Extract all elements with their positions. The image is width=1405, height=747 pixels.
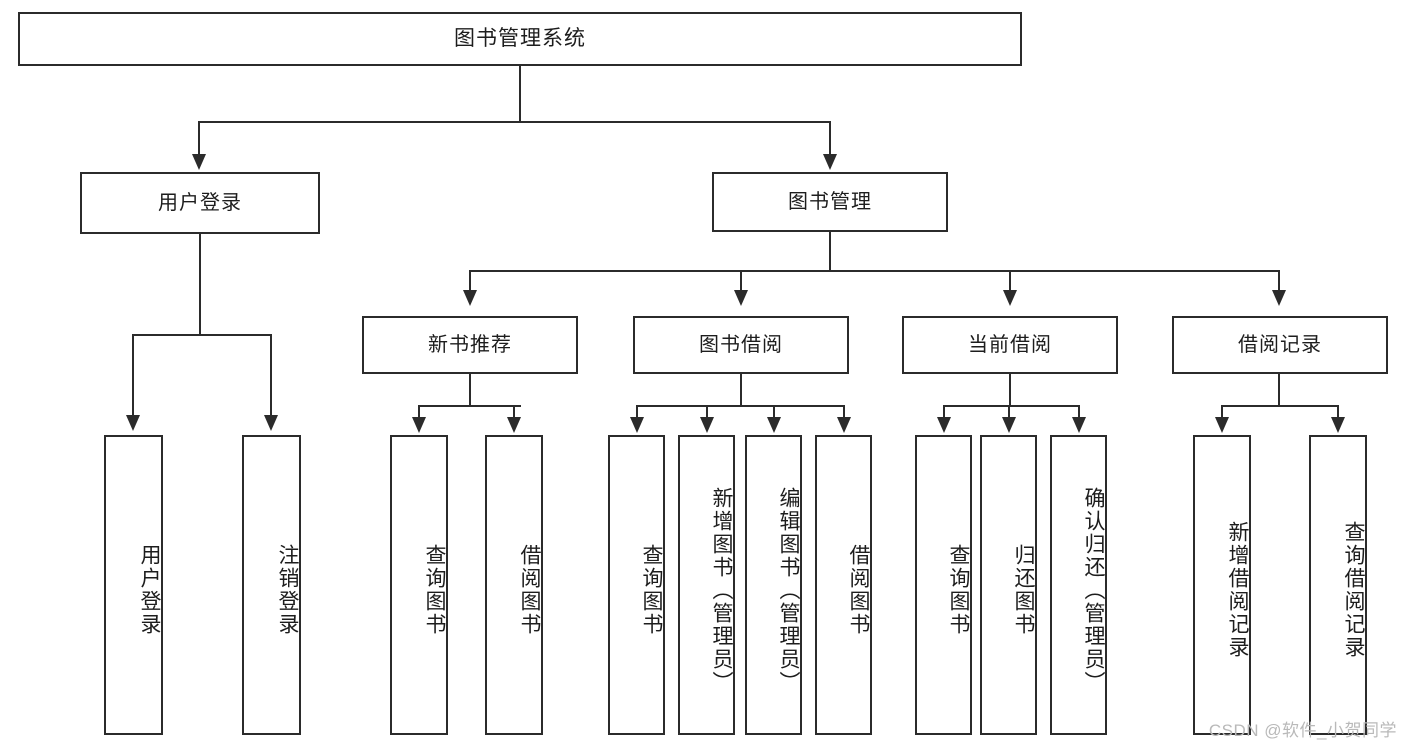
node-root-system[interactable]: 图书管理系统 <box>18 12 1022 66</box>
arrowhead-current-borrow-leaf3 <box>1072 417 1086 433</box>
leaf-current-borrow-return[interactable]: 归还图书 <box>980 435 1037 735</box>
leaf-current-borrow-confirm[interactable]: 确认归还（管理员） <box>1050 435 1107 735</box>
leaf-book-borrow-edit[interactable]: 编辑图书（管理员） <box>745 435 802 735</box>
leaf-label: 新增借阅记录 <box>1226 521 1249 659</box>
leaf-label: 查询借阅记录 <box>1342 521 1365 659</box>
connector-book-mgmt-to-borrow <box>740 270 742 292</box>
connector-borrow-record-l1 <box>1221 405 1223 419</box>
connector-user-login-bus <box>132 334 271 336</box>
connector-book-borrow-l1 <box>636 405 638 419</box>
arrowhead-book-borrow-leaf4 <box>837 417 851 433</box>
leaf-label: 用户登录 <box>138 544 161 636</box>
arrowhead-user-login-leaf2 <box>264 415 278 431</box>
leaf-user-login-logout[interactable]: 注销登录 <box>242 435 301 735</box>
arrowhead-root-to-book-mgmt <box>823 154 837 170</box>
connector-root-stem <box>519 66 521 122</box>
leaf-new-book-borrow[interactable]: 借阅图书 <box>485 435 543 735</box>
connector-current-borrow-l2 <box>1008 405 1010 419</box>
leaf-borrow-record-query[interactable]: 查询借阅记录 <box>1309 435 1367 735</box>
node-borrow-record[interactable]: 借阅记录 <box>1172 316 1388 374</box>
connector-book-borrow-l2 <box>706 405 708 419</box>
connector-book-mgmt-to-record <box>1278 270 1280 292</box>
arrowhead-new-book-leaf2 <box>507 417 521 433</box>
connector-new-book-stem <box>469 374 471 406</box>
connector-root-bus <box>198 121 831 123</box>
connector-book-mgmt-bus <box>469 270 1278 272</box>
connector-book-borrow-bus <box>636 405 844 407</box>
leaf-label: 注销登录 <box>276 544 299 636</box>
leaf-label: 归还图书 <box>1012 544 1035 636</box>
connector-borrow-record-l2 <box>1337 405 1339 419</box>
connector-new-book-l1 <box>418 405 420 419</box>
arrowhead-user-login-leaf1 <box>126 415 140 431</box>
node-book-management[interactable]: 图书管理 <box>712 172 948 232</box>
connector-book-mgmt-stem <box>829 232 831 271</box>
connector-current-borrow-l1 <box>943 405 945 419</box>
leaf-current-borrow-query[interactable]: 查询图书 <box>915 435 972 735</box>
node-book-borrow[interactable]: 图书借阅 <box>633 316 849 374</box>
arrowhead-to-current-borrow <box>1003 290 1017 306</box>
connector-root-to-book-mgmt <box>829 121 831 156</box>
arrowhead-book-borrow-leaf3 <box>767 417 781 433</box>
leaf-label: 借阅图书 <box>518 544 541 636</box>
arrowhead-borrow-record-leaf1 <box>1215 417 1229 433</box>
arrowhead-root-to-user-login <box>192 154 206 170</box>
leaf-label: 确认归还（管理员） <box>1082 486 1105 694</box>
arrowhead-book-borrow-leaf1 <box>630 417 644 433</box>
arrowhead-book-borrow-leaf2 <box>700 417 714 433</box>
arrowhead-to-borrow-record <box>1272 290 1286 306</box>
leaf-book-borrow-borrow[interactable]: 借阅图书 <box>815 435 872 735</box>
arrowhead-new-book-leaf1 <box>412 417 426 433</box>
connector-current-borrow-bus <box>943 405 1079 407</box>
arrowhead-current-borrow-leaf1 <box>937 417 951 433</box>
connector-borrow-record-bus <box>1221 405 1338 407</box>
leaf-book-borrow-query[interactable]: 查询图书 <box>608 435 665 735</box>
connector-user-login-left <box>132 334 134 417</box>
arrowhead-to-book-borrow <box>734 290 748 306</box>
node-current-borrow[interactable]: 当前借阅 <box>902 316 1118 374</box>
leaf-label: 编辑图书（管理员） <box>777 486 800 694</box>
connector-book-borrow-stem <box>740 374 742 406</box>
connector-book-mgmt-to-new-book <box>469 270 471 292</box>
leaf-label: 查询图书 <box>947 544 970 636</box>
leaf-label: 查询图书 <box>640 544 663 636</box>
leaf-label: 借阅图书 <box>847 544 870 636</box>
leaf-new-book-query[interactable]: 查询图书 <box>390 435 448 735</box>
arrowhead-current-borrow-leaf2 <box>1002 417 1016 433</box>
connector-book-borrow-l3 <box>773 405 775 419</box>
connector-current-borrow-stem <box>1009 374 1011 406</box>
connector-root-to-user-login <box>198 121 200 156</box>
arrowhead-to-new-book-recommend <box>463 290 477 306</box>
leaf-label: 查询图书 <box>423 544 446 636</box>
connector-borrow-record-stem <box>1278 374 1280 406</box>
leaf-label: 新增图书（管理员） <box>710 486 733 694</box>
leaf-book-borrow-add[interactable]: 新增图书（管理员） <box>678 435 735 735</box>
connector-user-login-stem <box>199 234 201 336</box>
connector-user-login-right <box>270 334 272 417</box>
connector-book-borrow-l4 <box>843 405 845 419</box>
connector-new-book-bus <box>418 405 521 407</box>
leaf-borrow-record-add[interactable]: 新增借阅记录 <box>1193 435 1251 735</box>
connector-current-borrow-l3 <box>1078 405 1080 419</box>
arrowhead-borrow-record-leaf2 <box>1331 417 1345 433</box>
node-user-login[interactable]: 用户登录 <box>80 172 320 234</box>
node-new-book-recommend[interactable]: 新书推荐 <box>362 316 578 374</box>
connector-new-book-l2 <box>513 405 515 419</box>
connector-book-mgmt-to-current <box>1009 270 1011 292</box>
csdn-watermark: CSDN @软件_小贺同学 <box>1208 721 1397 740</box>
leaf-user-login-login[interactable]: 用户登录 <box>104 435 163 735</box>
